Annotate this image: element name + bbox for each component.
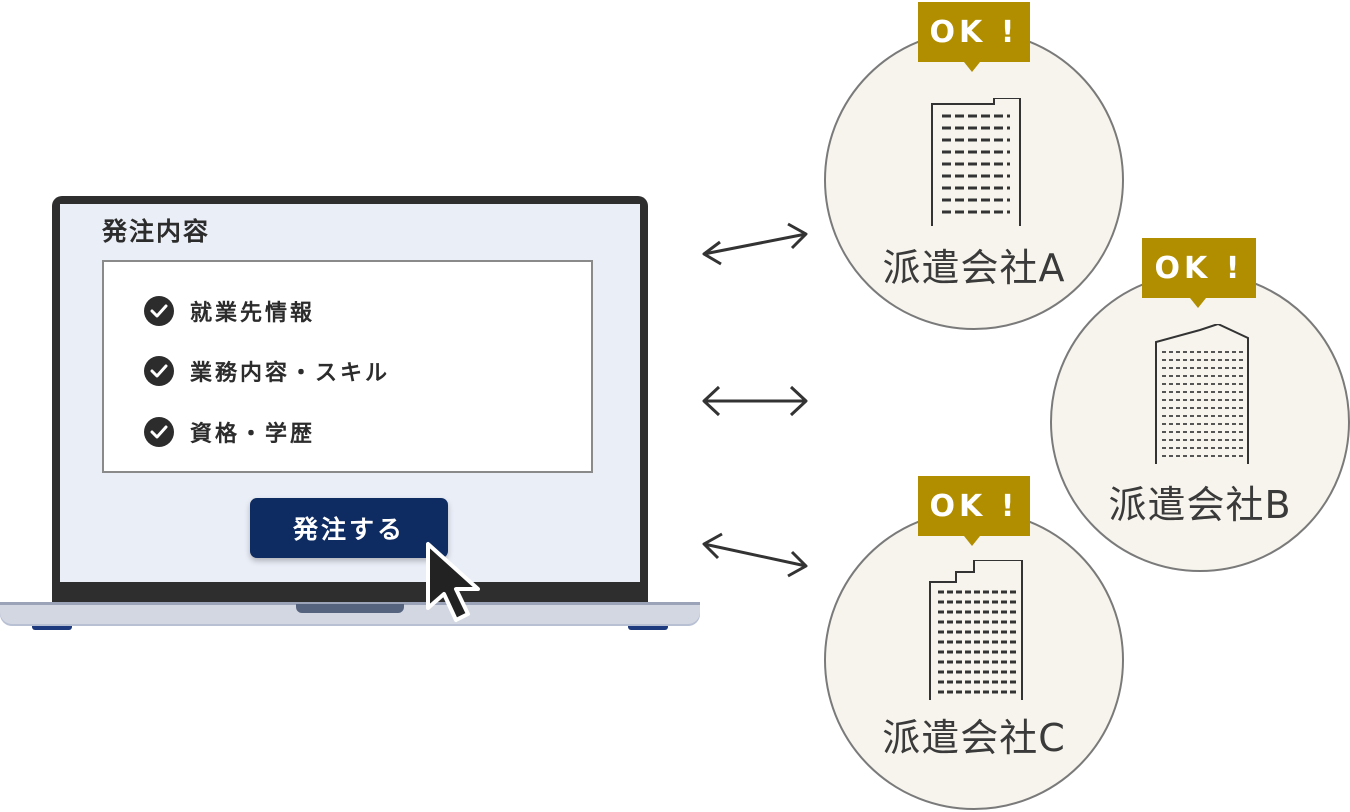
order-item-label: 業務内容・スキル	[190, 361, 391, 386]
company-name-b: 派遣会社B	[1108, 483, 1292, 527]
ok-badge-a: OK !	[918, 2, 1030, 62]
cursor-arrow-icon	[426, 542, 480, 622]
order-item-label: 就業先情報	[190, 301, 316, 326]
order-item-duties: 業務内容・スキル	[144, 355, 390, 387]
double-arrow-icon	[702, 222, 808, 266]
company-circle-b: 派遣会社B	[1050, 272, 1350, 572]
check-icon	[144, 417, 174, 447]
laptop-foot-left	[32, 626, 72, 630]
laptop-notch	[296, 604, 404, 613]
order-button[interactable]: 発注する	[250, 498, 448, 558]
laptop-hinge	[0, 602, 700, 605]
check-icon	[144, 356, 174, 386]
building-icon	[929, 560, 1023, 700]
ok-badge-tail	[964, 536, 980, 546]
order-item-qualifications: 資格・学歴	[144, 416, 315, 448]
building-icon	[1155, 324, 1249, 464]
order-item-workplace: 就業先情報	[144, 295, 315, 327]
order-item-label: 資格・学歴	[190, 422, 316, 447]
company-name-c: 派遣会社C	[882, 716, 1066, 760]
order-details-box: 就業先情報 業務内容・スキル 資格・学歴	[102, 260, 593, 473]
double-arrow-icon	[702, 532, 808, 578]
building-icon	[931, 98, 1021, 226]
company-circle-a: 派遣会社A	[824, 30, 1124, 330]
company-circle-c: 派遣会社C	[824, 510, 1124, 810]
laptop-foot-right	[628, 626, 668, 630]
ok-badge-tail	[964, 62, 980, 72]
check-icon	[144, 296, 174, 326]
ok-badge-b: OK !	[1142, 238, 1256, 298]
order-title: 発注内容	[102, 217, 211, 246]
company-name-a: 派遣会社A	[882, 246, 1066, 290]
double-arrow-icon	[702, 385, 808, 417]
ok-badge-c: OK !	[918, 476, 1030, 536]
ok-badge-tail	[1190, 298, 1206, 308]
